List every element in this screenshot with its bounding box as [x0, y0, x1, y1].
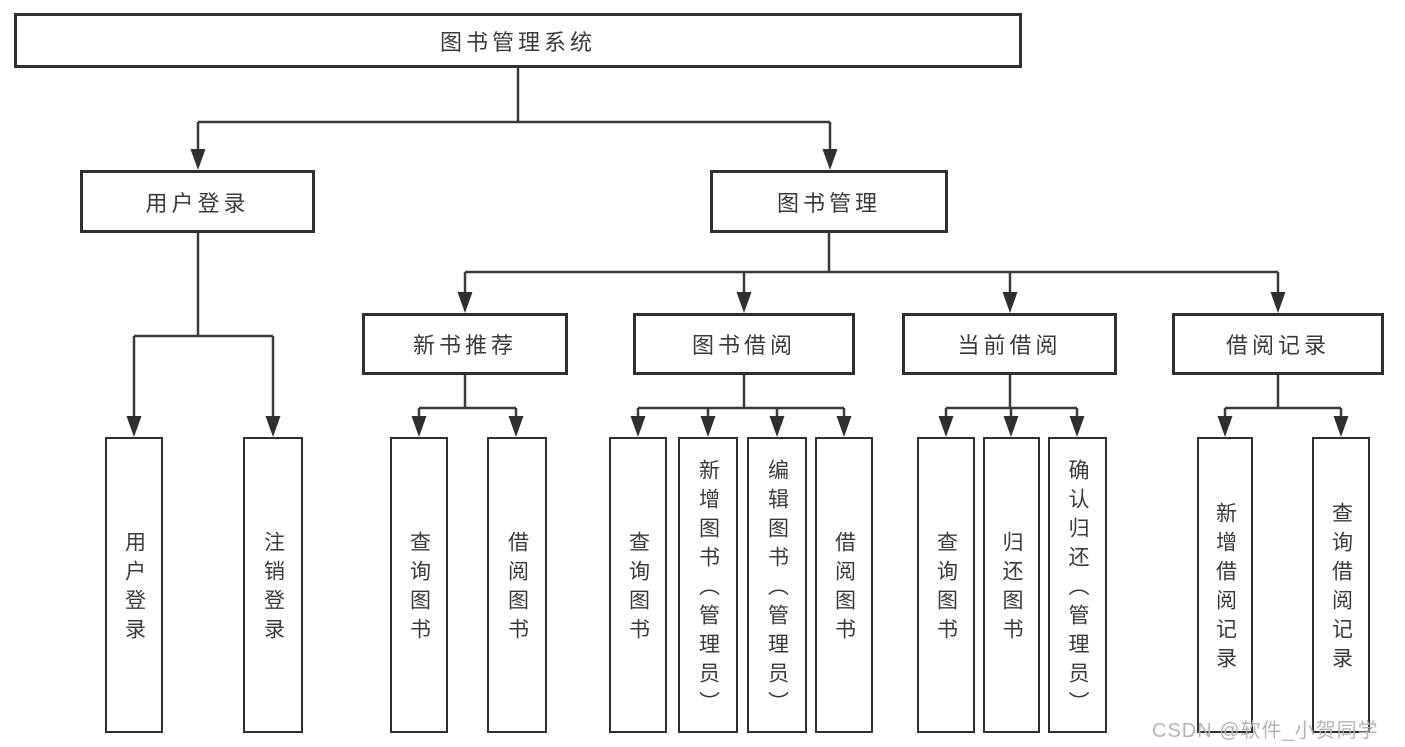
arrowhead-icon: [1217, 416, 1233, 437]
arrowhead-icon: [822, 149, 838, 170]
csdn-watermark: CSDN @软件_小贺同学: [1152, 720, 1379, 742]
node-new-book-recommendation: 新书推荐: [362, 313, 568, 375]
arrowhead-icon: [836, 416, 852, 437]
node-query-books-recommend: 查询图书: [390, 437, 448, 733]
node-borrow-books-leaf: 借阅图书: [815, 437, 873, 733]
node-confirm-return-admin: 确认归还（管理员）: [1048, 437, 1107, 733]
arrowhead-icon: [1069, 416, 1085, 437]
node-book-management: 图书管理: [710, 170, 948, 233]
arrowhead-icon: [190, 149, 206, 170]
arrowhead-icon: [1333, 416, 1349, 437]
node-borrowing-records: 借阅记录: [1172, 313, 1384, 375]
arrowhead-icon: [265, 416, 281, 437]
arrowhead-icon: [1270, 292, 1286, 313]
node-book-borrowing: 图书借阅: [633, 313, 855, 375]
node-library-management-system: 图书管理系统: [14, 13, 1022, 68]
node-return-books: 归还图书: [983, 437, 1040, 733]
node-query-books-current: 查询图书: [917, 437, 975, 733]
arrowhead-icon: [630, 416, 646, 437]
arrowhead-icon: [1003, 416, 1019, 437]
node-query-books-borrow: 查询图书: [609, 437, 667, 733]
arrowhead-icon: [508, 416, 524, 437]
node-current-borrowing: 当前借阅: [902, 313, 1117, 375]
node-user-login: 用户登录: [80, 170, 315, 233]
arrowhead-icon: [411, 416, 427, 437]
node-user-login-leaf: 用户登录: [105, 437, 163, 733]
arrowhead-icon: [736, 292, 752, 313]
node-logout-leaf: 注销登录: [243, 437, 303, 733]
arrowhead-icon: [938, 416, 954, 437]
node-edit-book-admin: 编辑图书（管理员）: [747, 437, 807, 733]
arrowhead-icon: [769, 416, 785, 437]
arrowhead-icon: [700, 416, 716, 437]
arrowhead-icon: [457, 292, 473, 313]
node-add-borrow-record: 新增借阅记录: [1197, 437, 1253, 733]
arrowhead-icon: [1002, 292, 1018, 313]
node-borrow-books-recommend: 借阅图书: [487, 437, 547, 733]
arrowhead-icon: [126, 416, 142, 437]
node-query-borrow-record: 查询借阅记录: [1312, 437, 1370, 733]
node-add-book-admin: 新增图书（管理员）: [678, 437, 738, 733]
